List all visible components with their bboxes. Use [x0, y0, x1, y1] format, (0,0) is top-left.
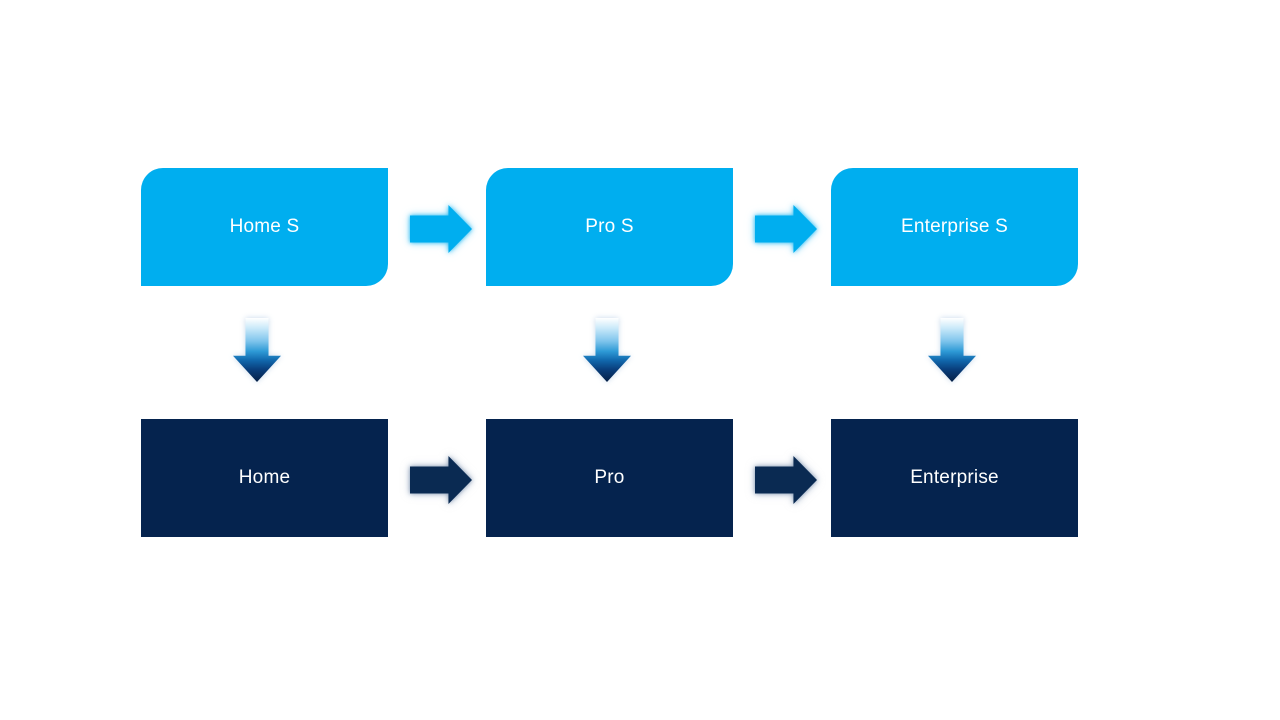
- down-arrow-icon: [583, 318, 631, 382]
- down-arrow-icon: [233, 318, 281, 382]
- box-pro-s: Pro S: [486, 168, 733, 286]
- box-home-s: Home S: [141, 168, 388, 286]
- right-arrow-shape: [755, 205, 817, 253]
- down-arrow-shape: [233, 318, 281, 382]
- right-arrow-shape: [410, 205, 472, 253]
- right-arrow-icon: [410, 456, 472, 504]
- right-arrow-icon: [410, 205, 472, 253]
- box-label: Pro S: [585, 216, 634, 237]
- right-arrow-icon: [755, 205, 817, 253]
- box-label: Pro: [594, 467, 625, 488]
- box-home: Home: [141, 419, 388, 537]
- box-label: Enterprise S: [901, 216, 1008, 237]
- right-arrow-shape: [755, 456, 817, 504]
- box-label: Home S: [229, 216, 300, 237]
- down-arrow-shape: [583, 318, 631, 382]
- down-arrow-icon: [928, 318, 976, 382]
- box-label: Home: [238, 467, 291, 488]
- box-label: Enterprise: [910, 467, 999, 488]
- right-arrow-shape: [410, 456, 472, 504]
- right-arrow-icon: [755, 456, 817, 504]
- box-enterprise-s: Enterprise S: [831, 168, 1078, 286]
- box-enterprise: Enterprise: [831, 419, 1078, 537]
- down-arrow-shape: [928, 318, 976, 382]
- box-pro: Pro: [486, 419, 733, 537]
